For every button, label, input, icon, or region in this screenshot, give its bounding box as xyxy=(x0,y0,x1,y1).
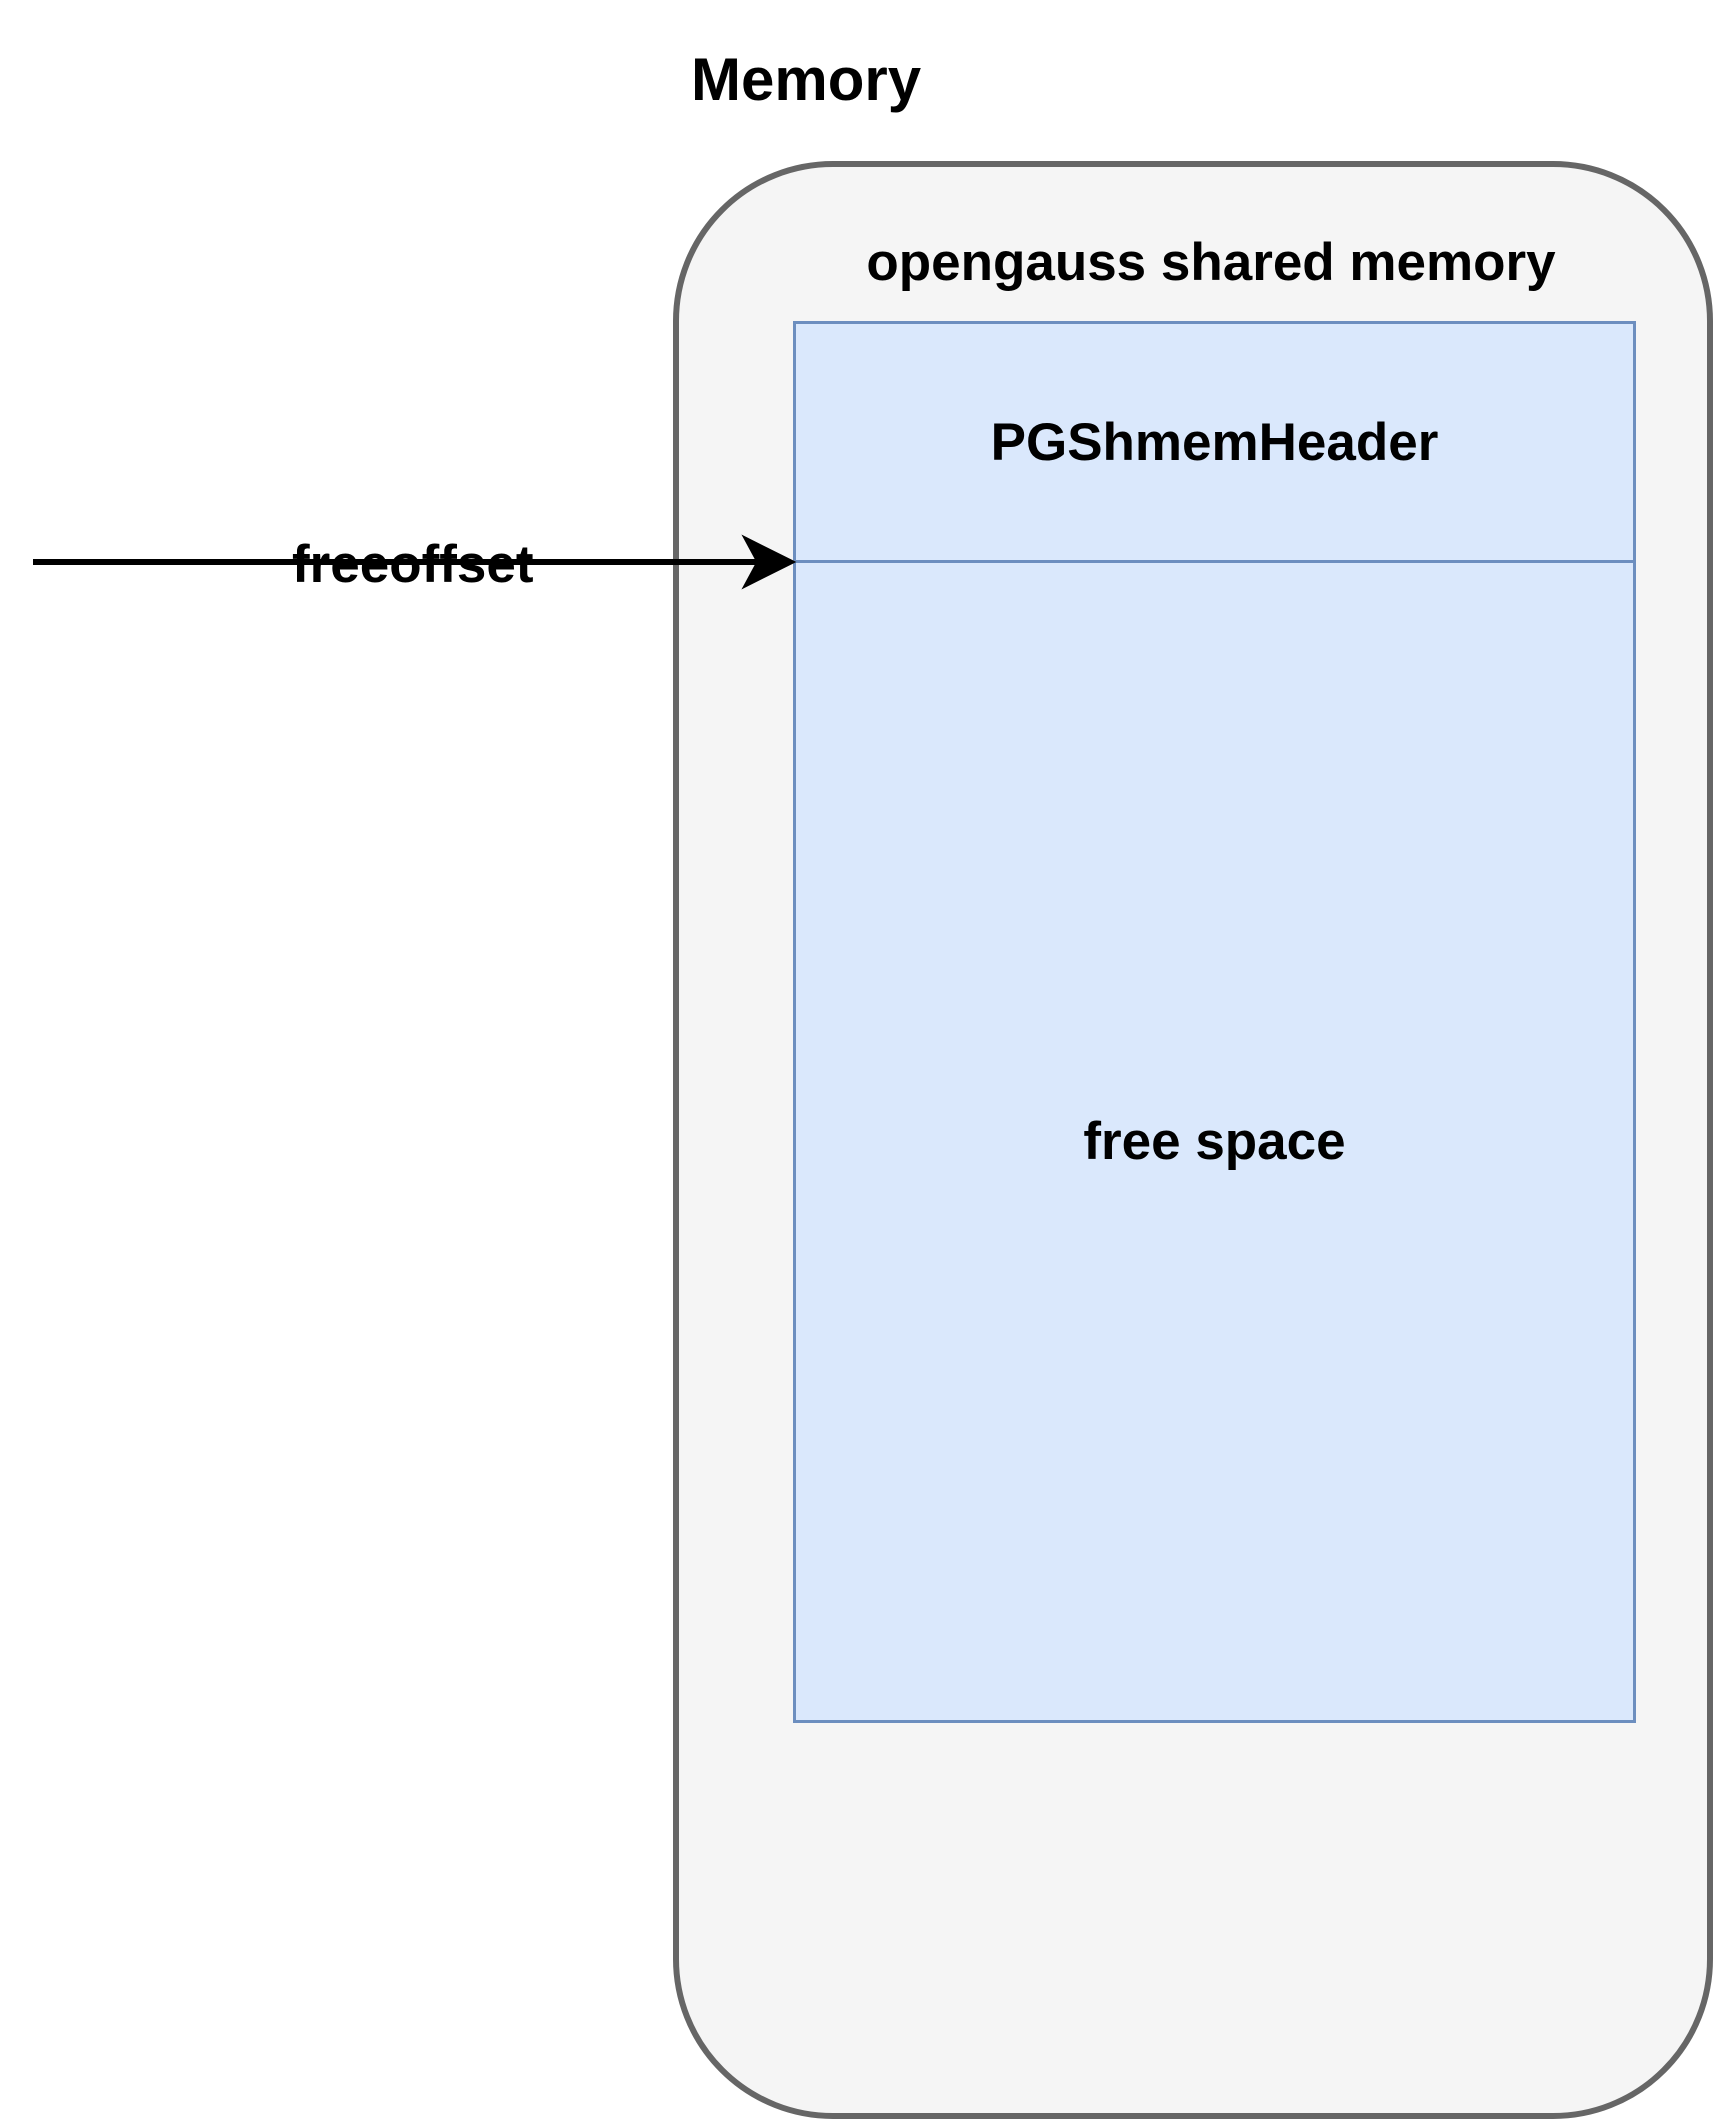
pgshmem-header-block: PGShmemHeader xyxy=(793,321,1636,563)
shared-memory-title: opengauss shared memory xyxy=(866,233,1556,292)
freeoffset-label: freeoffset xyxy=(292,535,534,594)
memory-title: Memory xyxy=(691,46,922,113)
header-block-label: PGShmemHeader xyxy=(990,412,1439,472)
free-block-label: free space xyxy=(1083,1112,1346,1171)
free-space-block: free space xyxy=(793,560,1636,1723)
